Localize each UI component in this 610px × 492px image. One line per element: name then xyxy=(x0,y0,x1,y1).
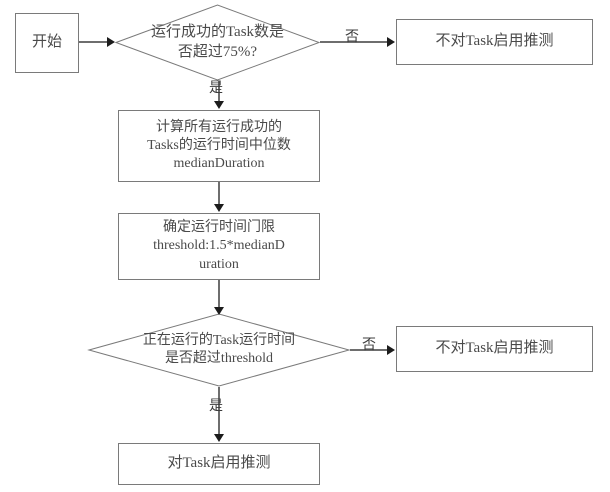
node-enable-speculation-label: 对Task启用推测 xyxy=(167,455,271,472)
node-no-speculation-top: 不对Task启用推测 xyxy=(396,19,593,65)
node-start-label: 开始 xyxy=(31,34,62,51)
node-decision-threshold-label: 正在运行的Task运行时间 是否超过threshold xyxy=(142,332,296,366)
edge-label-no-bottom: 否 xyxy=(362,338,376,353)
arrowhead-decision-yes-top xyxy=(214,101,224,109)
edge-decision-no-top xyxy=(320,41,388,43)
node-set-threshold-label: 确定运行时间门限 threshold:1.5*medianD uration xyxy=(153,220,285,272)
diamond-shape xyxy=(114,4,321,81)
arrowhead-median-to-threshold xyxy=(214,204,224,212)
arrowhead-decision-yes-bottom xyxy=(214,434,224,442)
edge-label-no-top: 否 xyxy=(345,30,359,45)
edge-label-yes-bottom: 是 xyxy=(209,399,223,414)
edge-decision-no-bottom xyxy=(350,349,388,351)
node-compute-median: 计算所有运行成功的 Tasks的运行时间中位数 medianDuration xyxy=(118,110,320,182)
arrowhead-threshold-to-decision xyxy=(214,307,224,315)
edge-median-to-threshold xyxy=(218,182,220,207)
node-decision-threshold: 正在运行的Task运行时间 是否超过threshold xyxy=(87,313,351,387)
node-decision-success-rate: 运行成功的Task数是 否超过75%? xyxy=(114,4,321,81)
edge-start-to-decision xyxy=(79,41,109,43)
edge-decision-yes-bottom xyxy=(218,387,220,436)
diamond-shape xyxy=(87,313,351,387)
node-compute-median-label: 计算所有运行成功的 Tasks的运行时间中位数 medianDuration xyxy=(147,119,291,172)
node-no-speculation-bottom-label: 不对Task启用推测 xyxy=(435,340,554,357)
node-set-threshold: 确定运行时间门限 threshold:1.5*medianD uration xyxy=(118,213,320,280)
edge-decision-yes-top xyxy=(218,81,220,103)
arrowhead-start-to-decision xyxy=(107,37,115,47)
node-no-speculation-bottom: 不对Task启用推测 xyxy=(396,326,593,372)
node-enable-speculation: 对Task启用推测 xyxy=(118,443,320,485)
node-decision-success-rate-label: 运行成功的Task数是 否超过75%? xyxy=(150,24,285,60)
edge-threshold-to-decision xyxy=(218,280,220,310)
node-no-speculation-top-label: 不对Task启用推测 xyxy=(435,33,554,50)
arrowhead-decision-no-bottom xyxy=(387,345,395,355)
edge-label-yes-top: 是 xyxy=(209,81,223,96)
arrowhead-decision-no-top xyxy=(387,37,395,47)
node-start: 开始 xyxy=(15,13,79,73)
